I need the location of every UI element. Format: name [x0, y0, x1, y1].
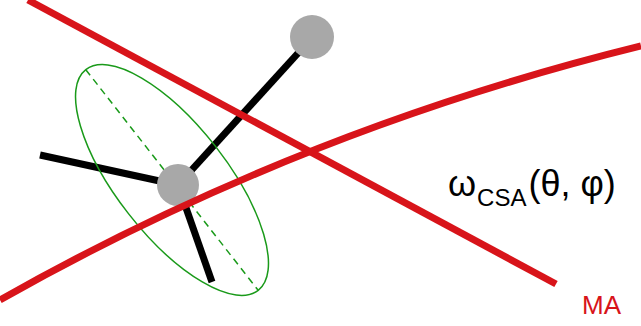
- red-axes: [0, 0, 641, 300]
- bond: [40, 155, 178, 185]
- atom: [290, 15, 334, 59]
- ellipsoid-axis: [86, 70, 258, 291]
- red-curve: [0, 46, 641, 300]
- subscript-label: CSA: [477, 186, 526, 210]
- angle-label: (θ, φ): [528, 166, 615, 202]
- omega-symbol: ω: [448, 166, 476, 202]
- axis-label: MA: [582, 292, 621, 318]
